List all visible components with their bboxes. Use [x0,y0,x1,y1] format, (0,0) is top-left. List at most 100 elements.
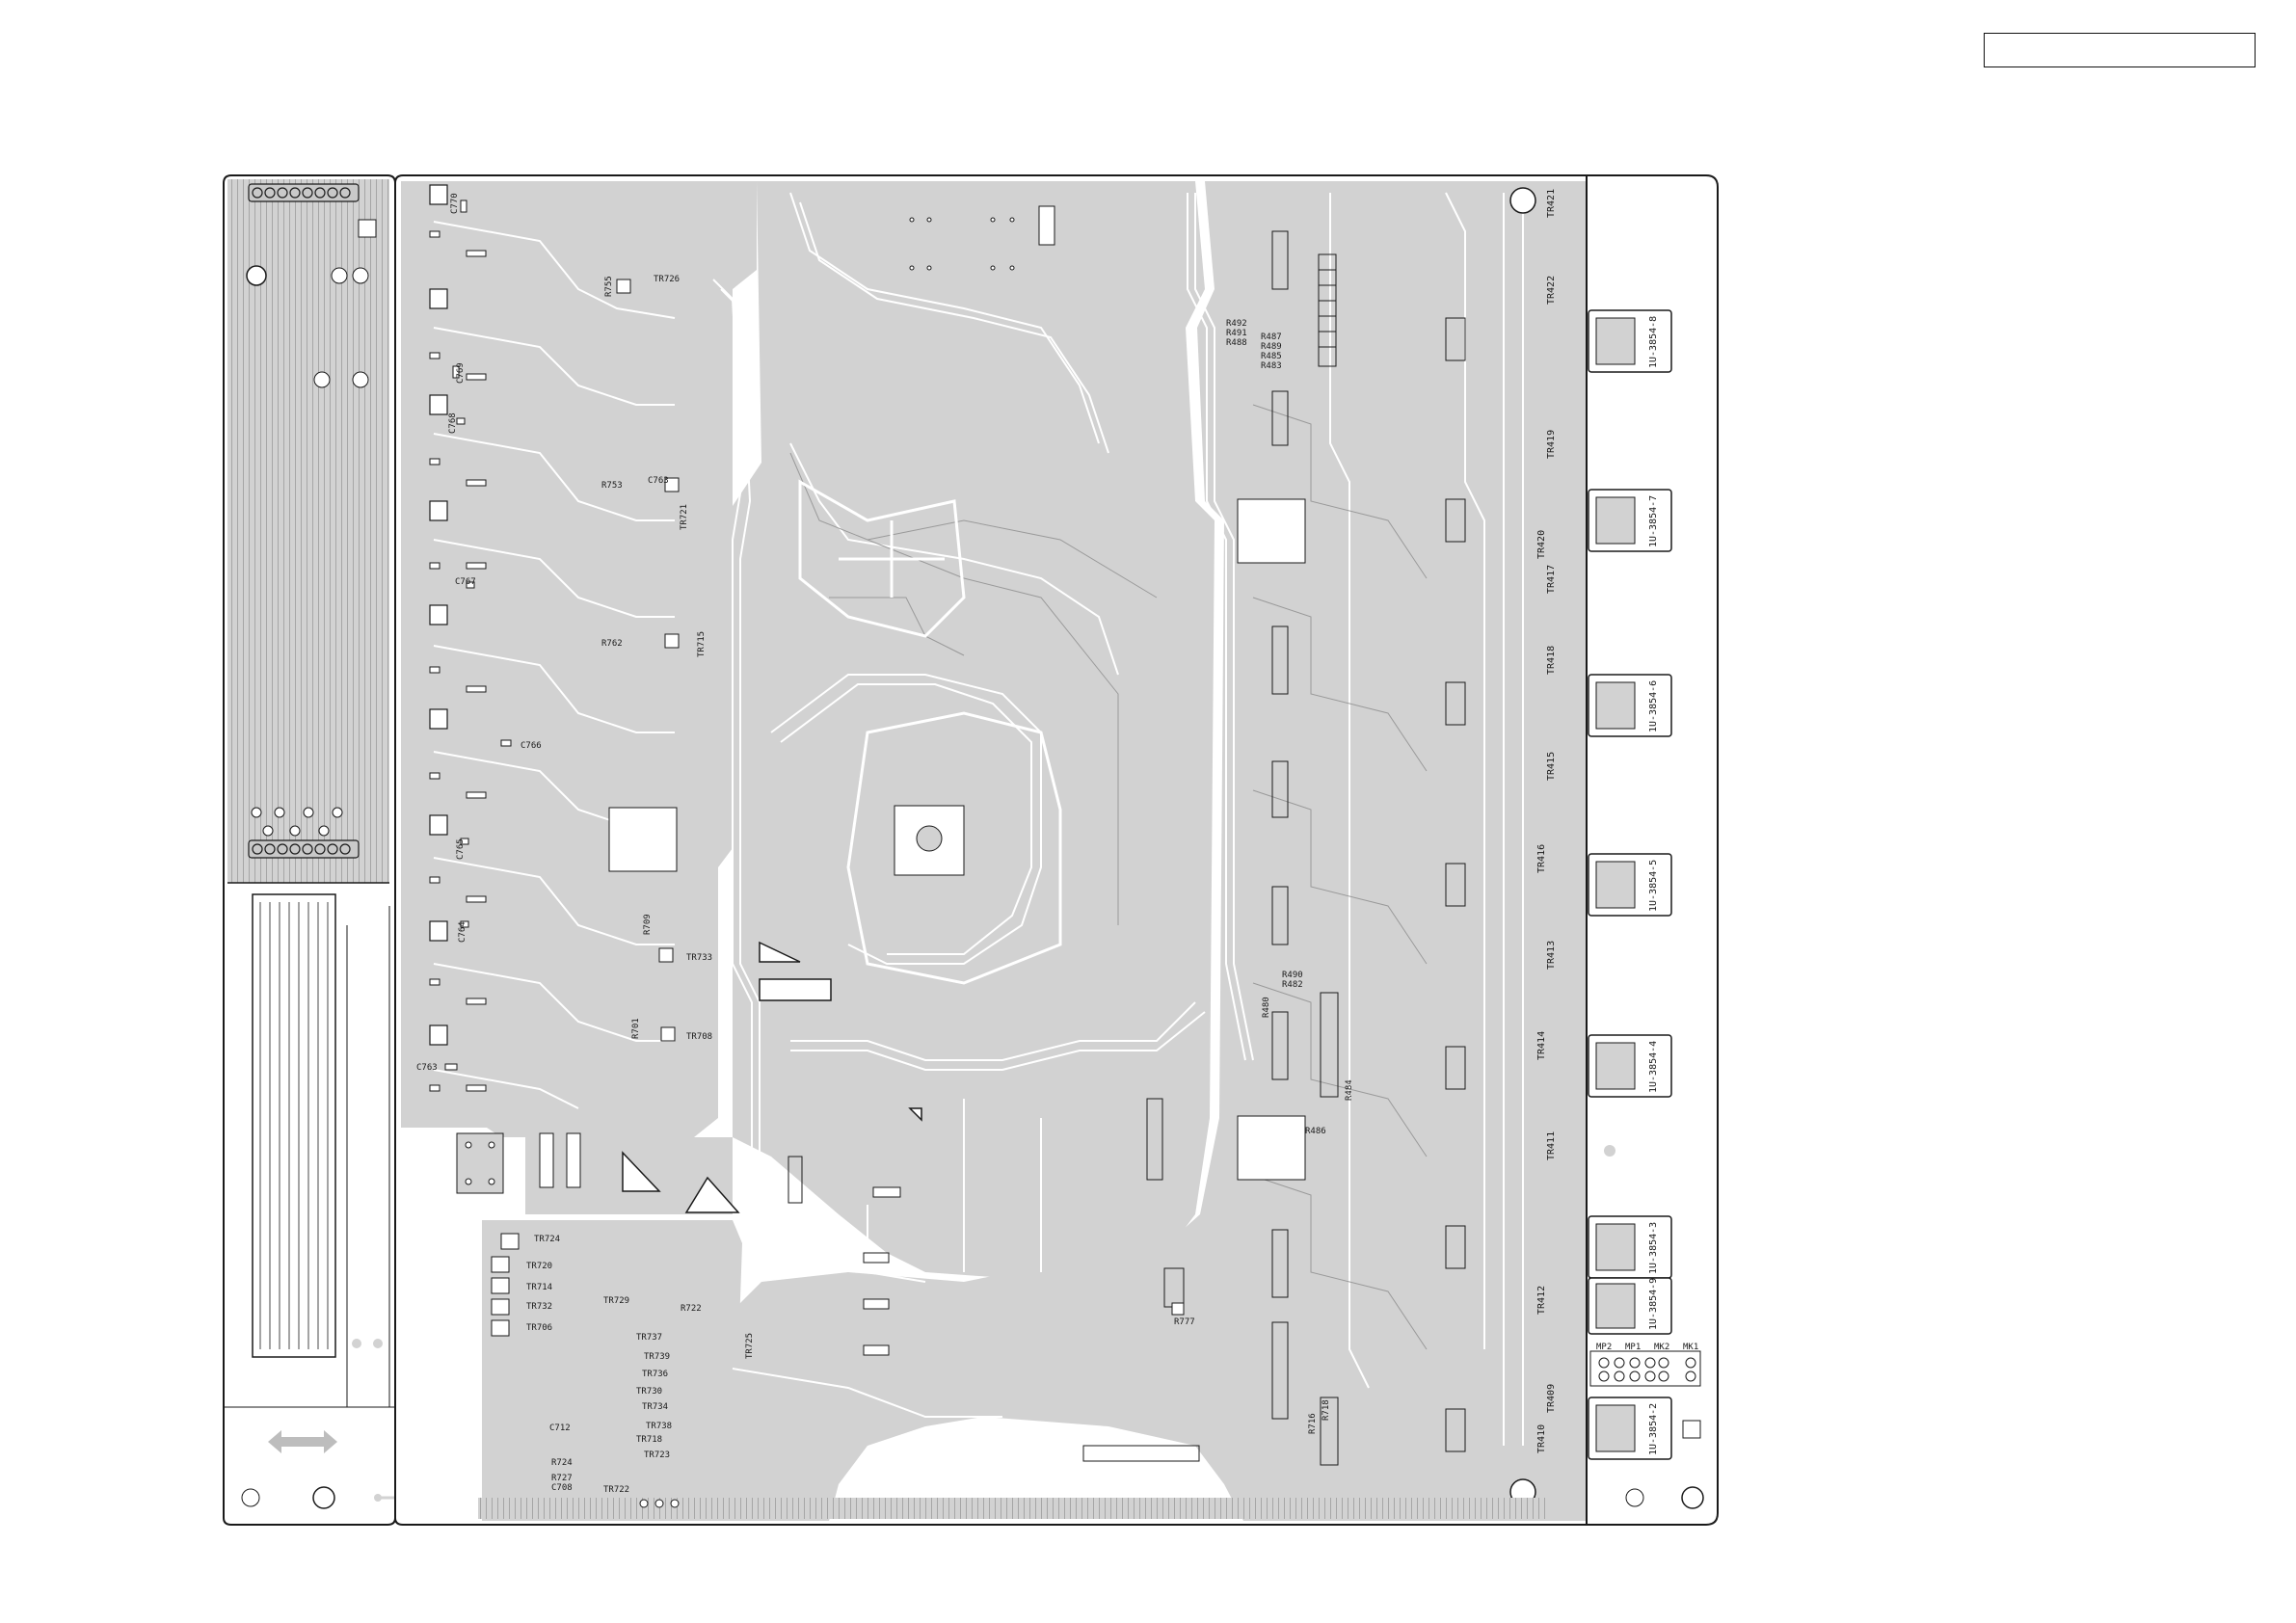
label-r718: R718 [1322,1399,1331,1421]
lower-left-clear [401,1137,525,1519]
label-c712: C712 [549,1423,571,1433]
label-r485: R485 [1261,352,1282,361]
label-mp1: MP1 [1625,1343,1641,1352]
trace-lines [433,192,1524,1446]
label-r490: R490 [1282,971,1303,980]
label-r492: R492 [1226,319,1247,329]
lower-left-copper [482,1220,742,1521]
label-mk2: MK2 [1654,1343,1669,1352]
label-r480: R480 [1262,997,1271,1018]
right-copper-region [733,181,1587,1521]
label-tr706: TR706 [526,1323,552,1333]
label-tr718: TR718 [636,1435,662,1445]
label-r716: R716 [1308,1413,1318,1434]
left-bottom-pad-row [248,839,360,859]
ic-pad-left [608,807,678,872]
main-ic-footprint [894,805,965,876]
left-mount-hole-2 [331,267,348,284]
top-center-pads [909,205,1055,271]
label-r722: R722 [681,1304,702,1314]
label-r483: R483 [1261,361,1282,371]
label-r486: R486 [1305,1127,1326,1136]
label-c767: C767 [455,577,476,587]
trace-outlines [789,404,1428,1350]
left-mount-hole-5 [352,371,369,388]
label-tr418: TR418 [1546,646,1557,675]
label-conn-6: 1U-3854-6 [1648,680,1659,732]
small-parts [444,200,1185,1337]
left-mount-hole-3 [352,267,369,284]
label-c708: C708 [551,1483,573,1493]
label-tr715: TR715 [697,631,707,657]
label-conn-5: 1U-3854-5 [1648,860,1659,912]
label-r482: R482 [1282,980,1303,990]
label-r491: R491 [1226,329,1247,338]
label-r777: R777 [1174,1317,1195,1327]
label-tr726: TR726 [654,275,680,284]
component-labels: C770 C769 C768 C763 C767 C766 C765 C764 … [416,189,1698,1495]
left-copper-region [401,181,757,1137]
label-tr714: TR714 [526,1283,552,1292]
label-r484: R484 [1345,1079,1354,1101]
label-c770: C770 [450,193,460,214]
label-tr734: TR734 [642,1402,668,1412]
label-r724: R724 [551,1458,573,1468]
ic-pad-right-bottom [1237,1115,1306,1181]
mount-pin-block [1589,1350,1701,1387]
main-ic-center-pad [916,825,943,852]
ic-pad-right-top [1237,498,1306,564]
center-copper-region [713,181,1215,1282]
left-bottom-hole-2 [312,1486,335,1509]
label-tr413: TR413 [1546,941,1557,970]
right-connector-strip [1586,174,1719,1526]
label-c763b: C763 [416,1063,438,1073]
label-conn-3: 1U-3854-3 [1648,1222,1659,1274]
label-tr420: TR420 [1536,530,1547,559]
standoff-block [456,1132,504,1194]
label-tr412: TR412 [1536,1286,1547,1315]
label-c769: C769 [456,362,466,384]
label-tr739: TR739 [644,1352,670,1362]
title-block-box [1984,33,2256,67]
label-tr419: TR419 [1546,430,1557,459]
label-conn-7: 1U-3854-7 [1648,495,1659,547]
left-top-pad-row [248,183,360,202]
bottom-edge-contacts [478,1498,1546,1519]
label-tr410: TR410 [1536,1424,1547,1453]
label-r727: R727 [551,1474,573,1483]
left-bottom-hole-1 [241,1488,260,1507]
left-panel [223,174,414,1526]
label-conn-2: 1U-3854-2 [1648,1403,1659,1455]
flex-cable [252,893,336,1358]
triangle-markers [622,941,922,1213]
label-c763a: C763 [648,476,669,486]
label-tr416: TR416 [1536,844,1547,873]
label-tr422: TR422 [1546,276,1557,305]
label-c764: C764 [458,921,467,943]
label-r762: R762 [601,639,623,649]
label-c768: C768 [448,412,458,434]
label-tr733: TR733 [686,953,712,963]
label-tr721: TR721 [680,504,689,530]
small-rect-pads [539,1132,901,1356]
label-tr723: TR723 [644,1450,670,1460]
label-conn-4: 1U-3854-4 [1648,1041,1659,1093]
board-mount-hole-top [1509,187,1536,214]
label-tr737: TR737 [636,1333,662,1343]
left-mount-hole-4 [313,371,331,388]
left-top-square-pad [358,219,377,238]
label-r489: R489 [1261,342,1282,352]
left-square-pads [429,184,448,1046]
label-tr708: TR708 [686,1032,712,1042]
left-mount-hole-1 [246,265,267,286]
label-tr729: TR729 [603,1296,629,1306]
label-tr409: TR409 [1546,1384,1557,1413]
label-r488: R488 [1226,338,1247,348]
label-tr411: TR411 [1546,1131,1557,1160]
label-tr414: TR414 [1536,1031,1547,1060]
label-mk1: MK1 [1683,1343,1698,1352]
label-tr417: TR417 [1546,565,1557,594]
label-tr415: TR415 [1546,752,1557,781]
label-mp2: MP2 [1596,1343,1612,1352]
